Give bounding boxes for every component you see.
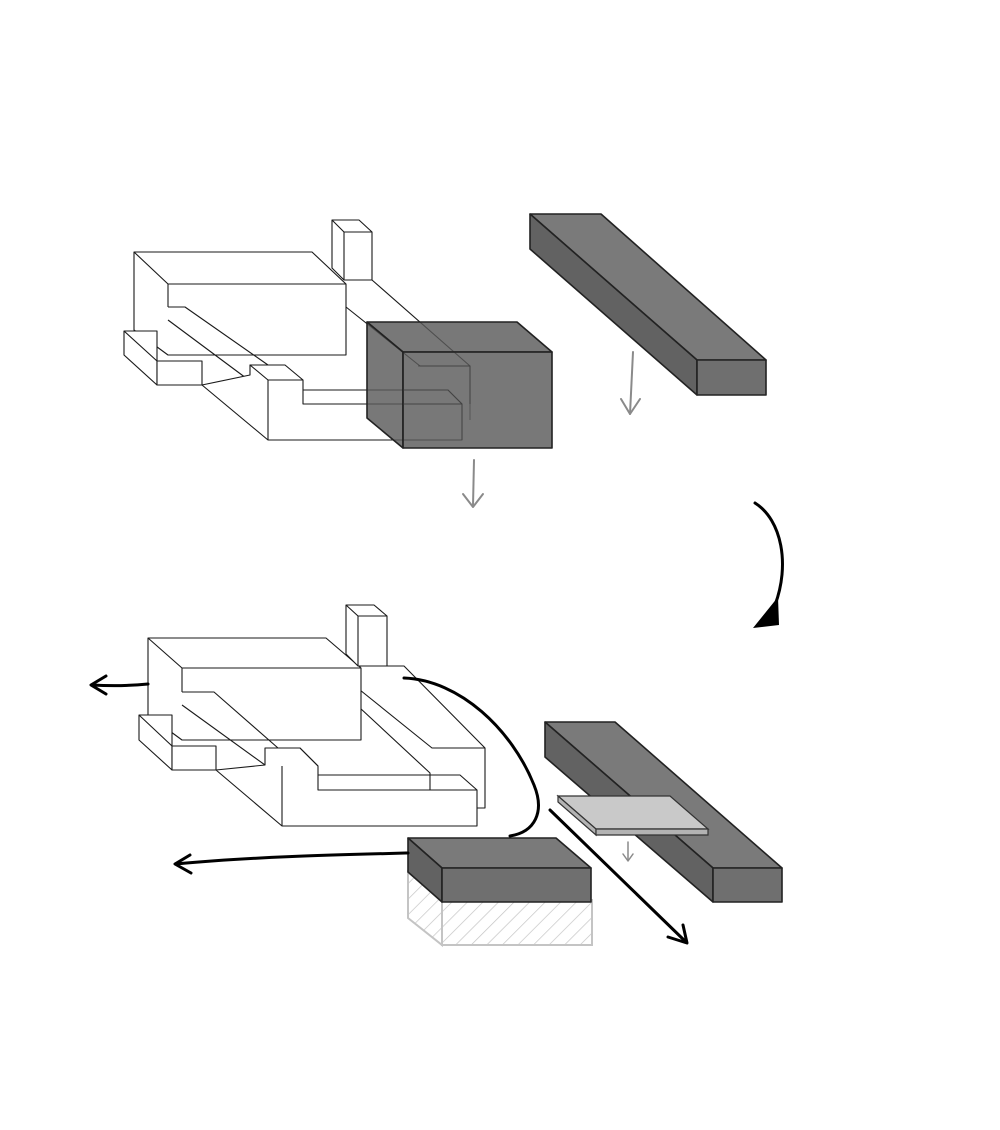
flow-arrow-left-upper <box>89 674 150 696</box>
transition-arrow <box>753 501 784 628</box>
flow-curve <box>402 676 540 838</box>
stage-after <box>89 604 783 948</box>
dark-slab-volume <box>407 837 592 903</box>
flow-arrow-left-lower <box>173 851 410 875</box>
white-building-complex-bottom <box>138 604 486 827</box>
dark-beam-volume <box>529 213 767 396</box>
dark-cube-volume <box>366 321 553 449</box>
descend-arrow-cube <box>462 459 484 508</box>
descend-arrow-beam <box>620 351 641 415</box>
excavation-hatch <box>407 869 593 948</box>
stage-before <box>123 213 767 508</box>
grey-plate <box>556 794 710 862</box>
flow-arrow-diagonal <box>548 808 689 945</box>
